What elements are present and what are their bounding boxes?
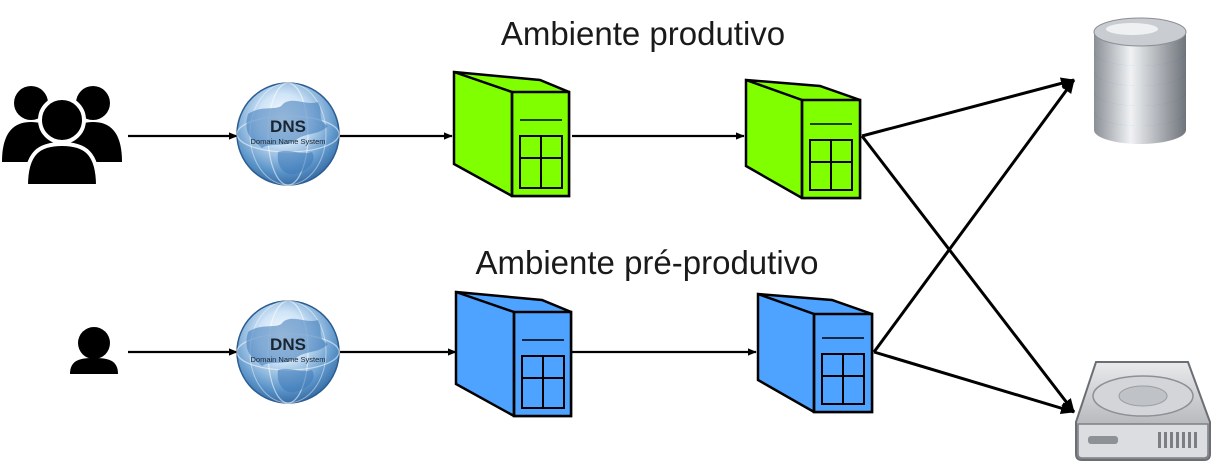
database-icon (1093, 17, 1187, 144)
preproduction-server-1-icon (454, 290, 573, 418)
dns-title: DNS (270, 335, 306, 354)
dns-globe-icon: DNS Domain Name System (236, 300, 340, 404)
users-group-icon (2, 86, 122, 188)
production-server-2-icon (744, 78, 862, 200)
preproduction-environment-label: Ambiente pré-produtivo (475, 244, 818, 281)
preproduction-server-2-icon (756, 292, 874, 414)
production-server-1-icon (452, 70, 571, 198)
hard-drive-icon (1075, 361, 1211, 461)
link-preprod-to-storage (873, 350, 1075, 415)
dns-subtitle: Domain Name System (250, 355, 325, 364)
link-prod-to-database (861, 77, 1075, 138)
link-preprod-to-database (872, 79, 1076, 353)
link-prod-to-storage (860, 135, 1076, 413)
dns-globe-icon: DNS Domain Name System (236, 82, 340, 186)
production-environment-label: Ambiente produtivo (501, 15, 785, 52)
dns-subtitle: Domain Name System (250, 137, 325, 146)
dns-title: DNS (270, 117, 306, 136)
user-icon (70, 327, 118, 374)
